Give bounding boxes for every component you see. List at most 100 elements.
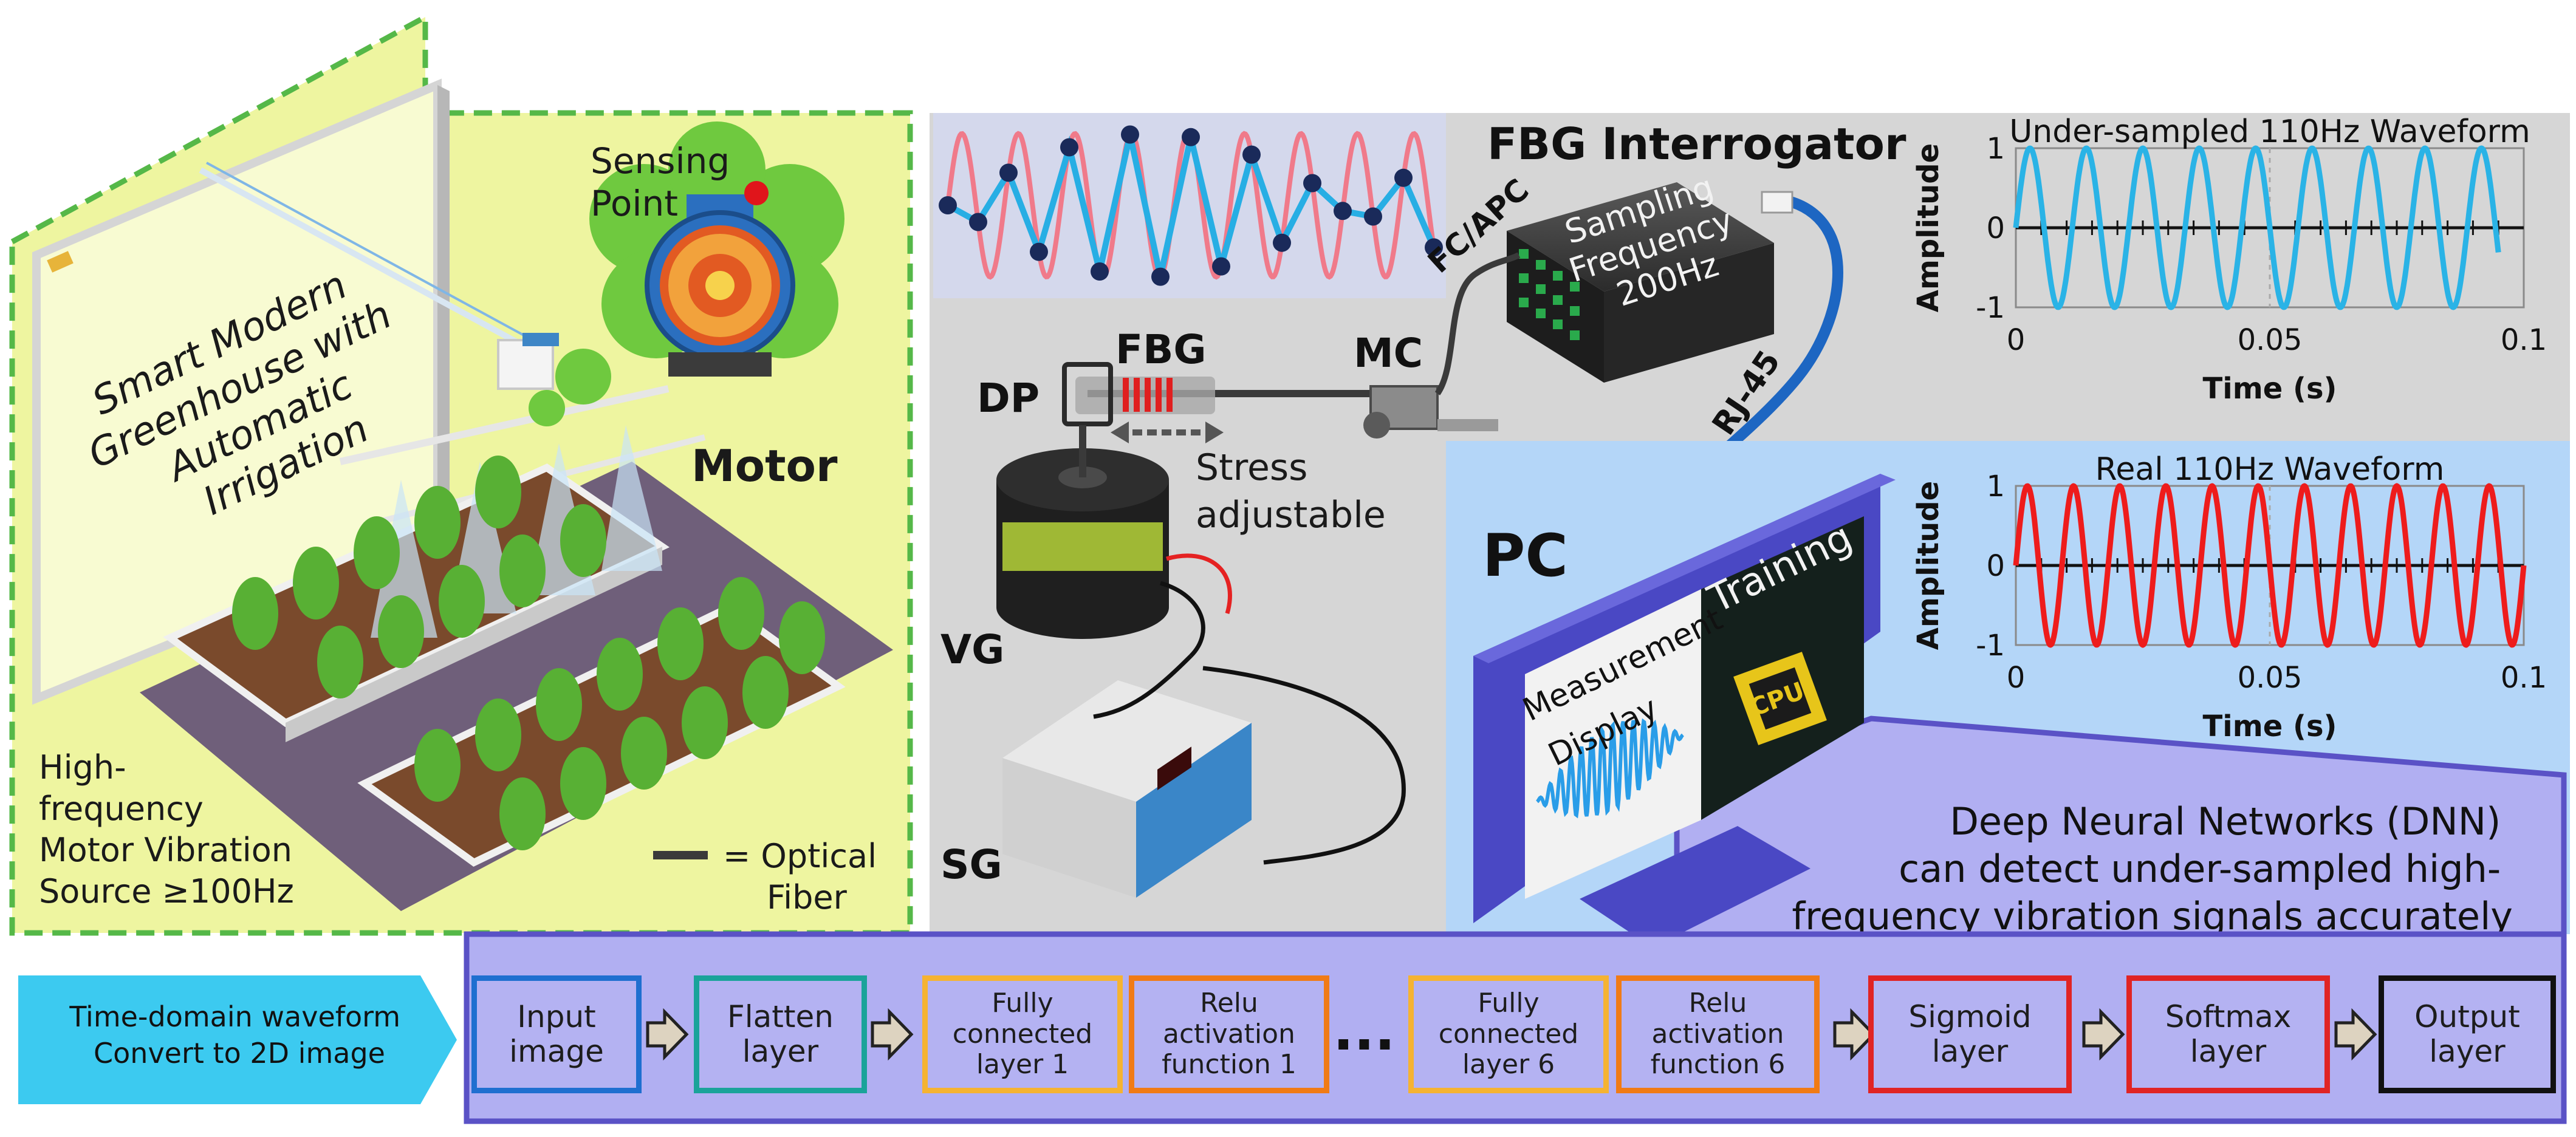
chart-x-tick-label: 0.05	[2238, 661, 2303, 695]
sample-point	[969, 213, 987, 231]
motor-label: Motor	[691, 440, 838, 491]
sensing-point-label: Sensing Point	[591, 140, 741, 224]
pipeline-ellipsis: ...	[1333, 999, 1396, 1063]
stress-adjustable-label: Stress adjustable	[1196, 446, 1386, 536]
pipeline-block-input: Input image	[471, 975, 642, 1093]
water-spray	[601, 425, 662, 571]
irrigation-controller	[497, 339, 554, 390]
chart-y-axis-label: Amplitude	[1911, 481, 1945, 650]
fbg-interrogator	[1507, 182, 1774, 383]
greenhouse-floor	[140, 462, 893, 911]
sample-point	[1273, 233, 1291, 252]
mc-label: MC	[1354, 330, 1423, 377]
sample-point	[939, 196, 957, 214]
optical-fiber-legend-label: = Optical Fiber	[723, 837, 887, 917]
sample-point	[1030, 242, 1048, 261]
sample-point	[999, 163, 1018, 182]
motor-icon	[645, 194, 795, 377]
sample-point	[1151, 267, 1170, 286]
cpu-chip-icon	[1733, 652, 1827, 745]
pipeline-block-output: Output layer	[2379, 975, 2556, 1093]
chart-x-axis-label: Time (s)	[2203, 372, 2337, 406]
chart-series-line	[2013, 145, 2501, 310]
pipeline-start-label: Time-domain waveform Convert to 2D image	[69, 1000, 409, 1070]
pipeline-start-arrow	[18, 975, 457, 1104]
plants	[232, 456, 825, 850]
chart-x-tick-label: 0.1	[2501, 661, 2547, 695]
sample-point	[1303, 174, 1321, 193]
water-spray	[371, 480, 437, 638]
chart-title: Real 110Hz Waveform	[2095, 451, 2445, 488]
fbg-label: FBG	[1115, 326, 1207, 373]
greenhouse-panel: Smart Modern Greenhouse with Automatic I…	[9, 12, 913, 936]
sample-point	[1091, 262, 1109, 281]
setup-panel: FBG DP Stress adjustable MC VG	[464, 113, 2570, 951]
pipeline-block-sigmoid: Sigmoid layer	[1868, 975, 2072, 1093]
chart-x-tick-label: 0.05	[2238, 323, 2303, 357]
pipeline-arrow	[1833, 1008, 1876, 1061]
chart-title: Under-sampled 110Hz Waveform	[2009, 114, 2530, 150]
signal-cable	[1202, 666, 1406, 865]
pipeline-block-flatten: Flatten layer	[694, 975, 867, 1093]
dp-label: DP	[977, 375, 1040, 422]
chart-y-tick-label: 1	[1986, 469, 2005, 504]
pipeline-arrow	[871, 1008, 914, 1061]
sample-point	[1334, 202, 1352, 220]
pipeline-arrow	[2334, 1008, 2377, 1061]
fc-apc-fiber	[1434, 252, 1521, 395]
pipeline-block-softmax: Softmax layer	[2126, 975, 2330, 1093]
pipeline-block-relu6: Relu activation function 6	[1616, 975, 1820, 1093]
chart-x-tick-label: 0	[2007, 323, 2026, 357]
stress-arrow-head-left	[1111, 422, 1129, 443]
irrigation-pipe-highlight	[206, 162, 553, 352]
dnn-description: Deep Neural Networks (DNN) can detect un…	[1792, 799, 2513, 938]
chart-y-tick-label: 0	[1986, 549, 2005, 583]
sample-point	[1242, 145, 1261, 164]
sg-label: SG	[940, 841, 1002, 888]
dp-marker	[1062, 362, 1113, 426]
irrigation-controller-top	[522, 333, 559, 346]
irrigation-pipe	[199, 167, 549, 361]
chart-y-tick-label: -1	[1976, 291, 2005, 325]
sensing-point-marker	[744, 181, 769, 205]
pipeline-arrow	[646, 1008, 689, 1061]
pipeline-block-fc6: Fully connected layer 6	[1408, 975, 1609, 1093]
red-wire	[1166, 553, 1232, 614]
pc-label: PC	[1482, 522, 1568, 590]
vibration-source-label: High- frequency Motor Vibration Source ≥…	[39, 748, 303, 910]
rj45-connector-top	[1761, 191, 1793, 214]
chart-x-tick-label: 0	[2007, 661, 2026, 695]
sample-point	[1060, 138, 1078, 157]
warning-sign	[47, 251, 74, 273]
sample-point	[1364, 207, 1382, 226]
fbg-grating	[1123, 378, 1173, 412]
signal-generator	[1002, 680, 1252, 898]
chart-y-axis-label: Amplitude	[1911, 143, 1945, 312]
sample-point	[1121, 125, 1139, 144]
micro-controller-stage	[1363, 385, 1498, 439]
greenhouse-dashed-border	[9, 12, 913, 936]
black-wire	[1160, 581, 1205, 658]
chart-x-tick-label: 0.1	[2501, 323, 2547, 357]
soil-bed-edge	[286, 547, 662, 742]
pipeline-arrows	[646, 1008, 2377, 1061]
sample-point	[1425, 238, 1443, 257]
vg-label: VG	[940, 626, 1004, 673]
chart-x-axis-label: Time (s)	[2203, 709, 2337, 743]
pipeline-block-fc1: Fully connected layer 1	[922, 975, 1123, 1093]
illustration-sample-points	[939, 125, 1443, 286]
interrogator-title: FBG Interrogator	[1487, 118, 1906, 169]
display-waveform	[1536, 718, 1684, 819]
pipeline-block-relu1: Relu activation function 1	[1129, 975, 1329, 1093]
chart-y-tick-label: -1	[1976, 629, 2005, 663]
chart-y-tick-label: 1	[1986, 132, 2005, 166]
sample-point	[1212, 257, 1230, 276]
signal-cable-wire	[1093, 654, 1193, 719]
sample-point	[1394, 168, 1413, 187]
stress-arrow-head-right	[1205, 422, 1224, 443]
chart-y-tick-label: 0	[1986, 211, 2005, 245]
vibration-generator	[996, 425, 1169, 639]
sprinkler-bar	[339, 385, 670, 465]
